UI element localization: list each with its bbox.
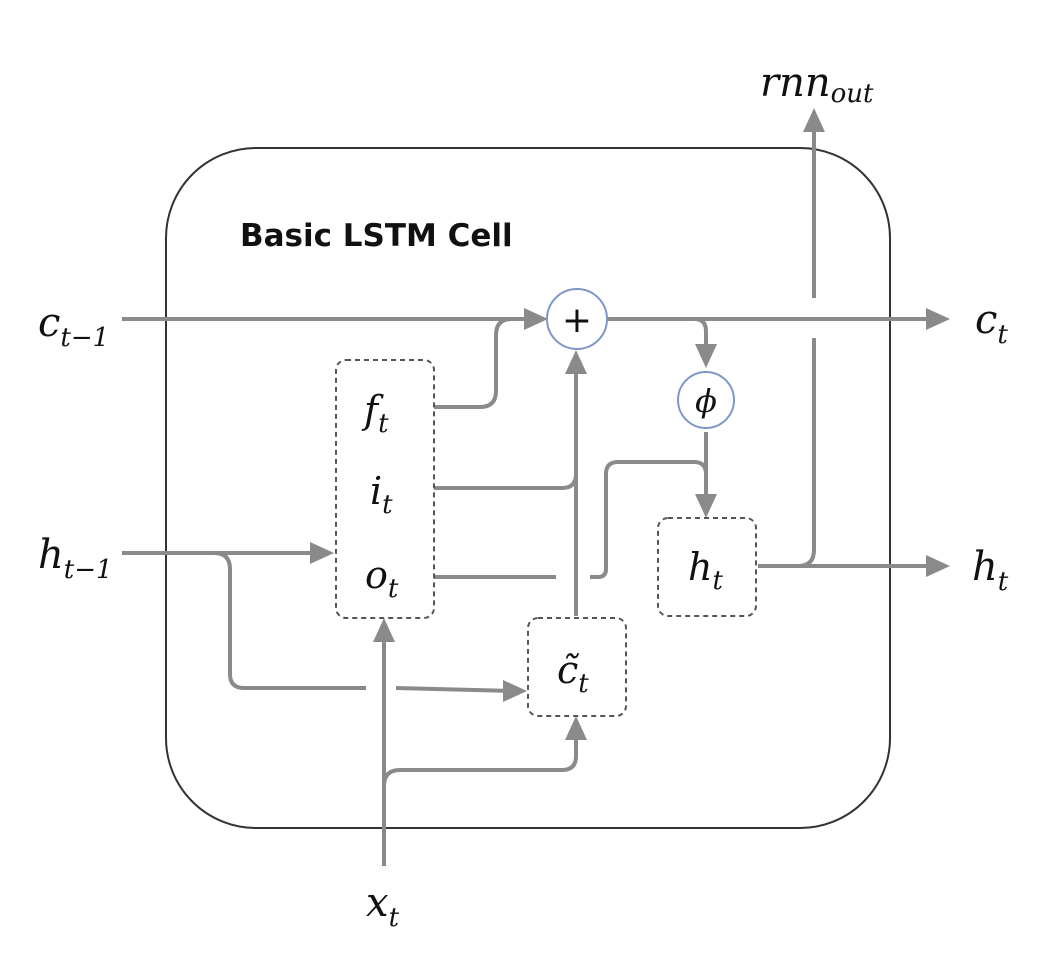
add-symbol: + — [562, 300, 592, 341]
wire-i-to-add — [434, 473, 578, 490]
x-input-label: xt — [366, 880, 400, 933]
hidden-node-label: ht — [688, 545, 723, 596]
wire-add-to-phi — [606, 317, 708, 350]
lstm-cell-boundary — [165, 147, 891, 829]
wire-x-to-ctilde — [382, 734, 578, 787]
hidden-out-label: ht — [972, 544, 1009, 597]
rnn-out-label: rnnout — [760, 60, 874, 109]
arrowhead-rnn-out — [803, 108, 825, 132]
candidate-box — [527, 617, 627, 717]
cell-out-label: ct — [975, 297, 1008, 350]
wire-hprev-branch — [213, 551, 366, 690]
wire-o-to-h — [590, 460, 708, 579]
cell-title: Basic LSTM Cell — [240, 218, 513, 254]
candidate-label: c̃t — [557, 648, 589, 699]
wire-hprev-to-ctilde — [395, 686, 513, 693]
arrowhead-into-h — [695, 494, 717, 518]
add-operator — [546, 288, 608, 350]
phi-activation — [677, 371, 735, 429]
wire-h-to-rnn-out-lower — [797, 338, 816, 568]
connections — [122, 130, 930, 866]
input-gate-label: it — [370, 469, 393, 520]
cell-prev-label: ct−1 — [38, 300, 109, 353]
wire-f-to-add — [434, 317, 513, 409]
arrowhead-ht — [926, 555, 950, 577]
arrowheads — [310, 108, 950, 740]
arrowhead-gates-from-x — [373, 618, 395, 642]
arrowhead-into-gates — [310, 542, 334, 564]
arrowhead-into-ctilde-left — [503, 680, 527, 702]
hidden-box — [657, 517, 757, 617]
arrowhead-into-phi — [695, 344, 717, 368]
arrowhead-ct — [926, 308, 950, 330]
gates-box — [335, 359, 435, 619]
hidden-prev-label: ht−1 — [38, 532, 113, 585]
arrowhead-ctilde-from-x — [565, 716, 587, 740]
arrowhead-add-from-below — [565, 350, 587, 374]
phi-symbol: ϕ — [695, 382, 717, 420]
output-gate-label: ot — [365, 553, 399, 604]
arrowhead-into-add — [524, 308, 548, 330]
